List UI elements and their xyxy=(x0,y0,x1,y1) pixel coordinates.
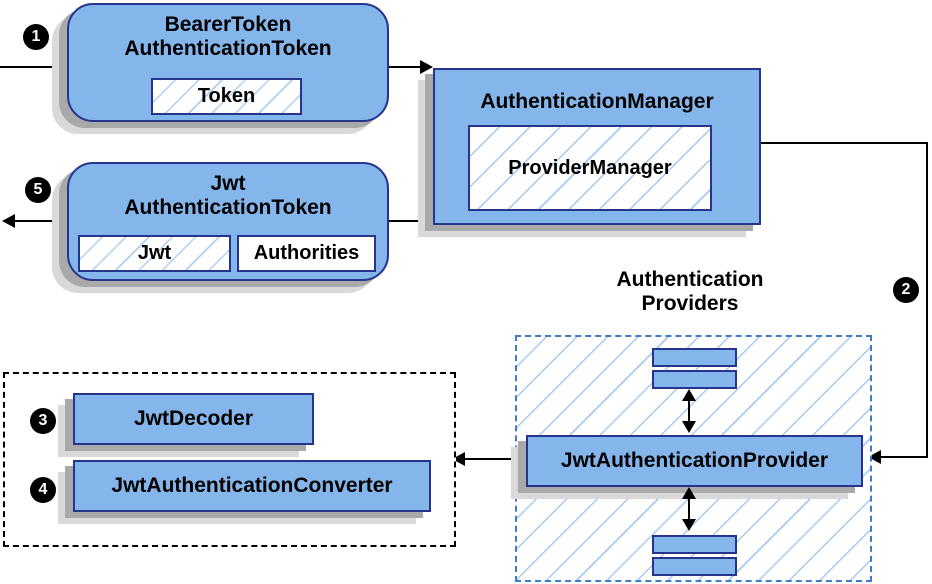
provider-manager-chip-label: ProviderManager xyxy=(508,156,672,179)
jwt-authentication-token-label: Jwt AuthenticationToken xyxy=(124,172,332,219)
authentication-manager-label: AuthenticationManager xyxy=(480,90,714,113)
jwt-authentication-converter-label: JwtAuthenticationConverter xyxy=(111,474,393,497)
jwt-authentication-provider-node: JwtAuthenticationProvider xyxy=(526,435,863,487)
authorities-chip: Authorities xyxy=(237,235,376,272)
jwt-decoder-node: JwtDecoder xyxy=(73,393,314,445)
connector-manager-to-provider-top-line xyxy=(757,142,928,144)
provider-stub-bar xyxy=(652,348,737,367)
jwt-authentication-provider-label: JwtAuthenticationProvider xyxy=(560,449,829,472)
connector-manager-to-token-line xyxy=(385,220,433,222)
provider-stub-bar xyxy=(652,557,737,576)
connector-provider-to-resolvers-line xyxy=(464,458,526,460)
authentication-providers-label: Authentication Providers xyxy=(616,268,764,315)
arrowhead-up-icon xyxy=(682,389,696,401)
jwt-chip-label: Jwt xyxy=(137,242,172,264)
connector-outgoing-result-line xyxy=(14,220,67,222)
connector-manager-to-provider-bottom-line xyxy=(881,456,928,458)
step-4-badge: 4 xyxy=(30,477,56,503)
connector-bearer-to-manager-line xyxy=(385,66,421,68)
arrowhead-up-icon xyxy=(682,487,696,499)
authorities-chip-label: Authorities xyxy=(253,242,360,264)
step-5-badge: 5 xyxy=(25,177,51,203)
jwt-chip: Jwt xyxy=(78,235,231,272)
step-1-badge: 1 xyxy=(23,24,49,50)
connector-manager-to-provider-vertical-line xyxy=(926,142,928,458)
token-chip-label: Token xyxy=(197,85,256,107)
arrowhead-down-icon xyxy=(682,421,696,433)
bearer-token-authentication-token-label: BearerToken AuthenticationToken xyxy=(124,13,332,60)
arrowhead-right-icon xyxy=(420,60,433,74)
connector-incoming-request-line xyxy=(0,66,67,68)
provider-manager-chip: ProviderManager xyxy=(468,125,712,211)
connector-provider-to-stub-line xyxy=(688,497,690,521)
provider-stub-bar xyxy=(652,535,737,554)
step-3-badge: 3 xyxy=(30,408,56,434)
jwt-decoder-label: JwtDecoder xyxy=(133,407,254,430)
arrowhead-down-icon xyxy=(682,519,696,531)
jwt-authentication-converter-node: JwtAuthenticationConverter xyxy=(73,460,431,512)
token-chip: Token xyxy=(151,78,302,115)
connector-stub-to-provider-line xyxy=(688,399,690,423)
step-2-badge: 2 xyxy=(893,277,919,303)
arrowhead-left-icon xyxy=(2,214,15,228)
provider-stub-bar xyxy=(652,370,737,389)
